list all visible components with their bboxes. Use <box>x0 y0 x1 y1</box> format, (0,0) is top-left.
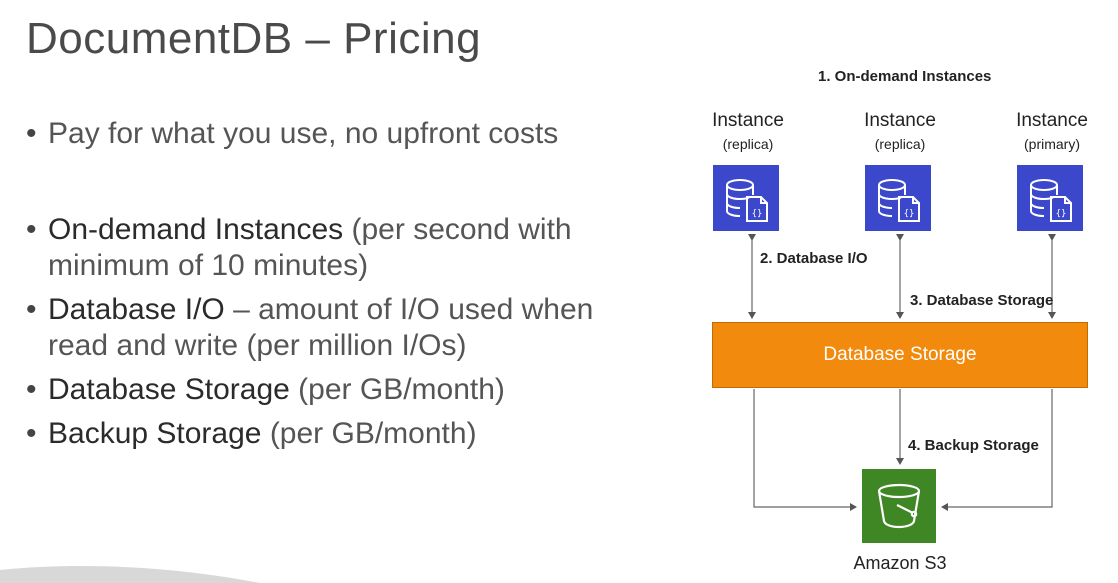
s3-bucket-icon <box>862 469 936 543</box>
bullet-text: (per GB/month) <box>261 417 477 450</box>
bullet-item: Database I/O – amount of I/O used when r… <box>26 292 646 364</box>
label-on-demand-instances: 1. On-demand Instances <box>818 68 992 85</box>
database-icon: {} <box>1030 179 1072 222</box>
amazon-s3-label: Amazon S3 <box>853 553 947 573</box>
instance-title: Instance <box>1016 110 1088 131</box>
bucket-icon <box>877 483 921 529</box>
label-database-io: 2. Database I/O <box>760 250 868 267</box>
instance-subtitle: (replica) <box>874 136 926 152</box>
slide-title: DocumentDB – Pricing <box>26 14 482 63</box>
label-database-storage: 3. Database Storage <box>910 292 1054 309</box>
instance-subtitle: (replica) <box>722 136 774 152</box>
bullet-emphasis: Backup Storage <box>48 417 262 450</box>
bullet-item: Pay for what you use, no upfront costs <box>26 116 646 152</box>
instance-title: Instance <box>864 110 936 131</box>
bullet-emphasis: Database Storage <box>48 373 290 406</box>
bullet-text: (per GB/month) <box>289 373 505 406</box>
svg-text:{}: {} <box>752 209 763 219</box>
database-storage-box: Database Storage <box>712 322 1088 388</box>
documentdb-icon: {} <box>713 165 779 231</box>
bullet-text: – amount of I/O used when read and write… <box>48 293 594 362</box>
database-icon: {} <box>878 179 920 222</box>
svg-text:{}: {} <box>1056 209 1067 219</box>
bullet-item: On-demand Instances (per second with min… <box>26 212 646 284</box>
bullet-item: Database Storage (per GB/month) <box>26 372 646 408</box>
bullet-emphasis: On-demand Instances <box>48 213 344 246</box>
bullet-emphasis: Database I/O <box>48 293 225 326</box>
bullet-text: (per second with minimum of 10 minutes) <box>48 213 572 282</box>
instance-title: Instance <box>712 110 784 131</box>
database-icon: {} <box>726 179 768 222</box>
database-storage-label: Database Storage <box>823 344 977 365</box>
svg-text:{}: {} <box>904 209 915 219</box>
decorative-swoosh <box>0 566 260 583</box>
bullet-item: Backup Storage (per GB/month) <box>26 416 646 452</box>
bullet-list: Pay for what you use, no upfront costs O… <box>26 116 646 460</box>
label-backup-storage: 4. Backup Storage <box>908 437 1039 454</box>
bullet-text: Pay for what you use, no upfront costs <box>48 117 559 150</box>
instance-subtitle: (primary) <box>1024 136 1080 152</box>
documentdb-icon: {} <box>865 165 931 231</box>
documentdb-icon: {} <box>1017 165 1083 231</box>
